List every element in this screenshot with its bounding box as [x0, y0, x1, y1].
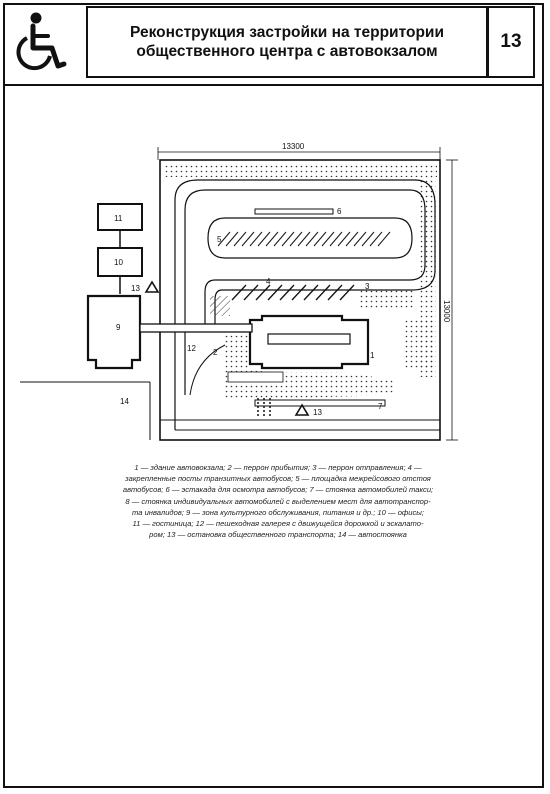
greenery-east — [405, 320, 435, 370]
label-3: 3 — [365, 282, 370, 291]
hotel-building — [97, 203, 143, 231]
dimension-height-label: 13000 — [442, 300, 451, 323]
label-2: 2 — [213, 348, 218, 357]
transport-stop-west — [144, 280, 160, 293]
label-9: 9 — [116, 323, 121, 332]
pedestrian-gallery — [139, 323, 253, 333]
dimension-width-label: 13300 — [282, 142, 305, 151]
title-line-1: Реконструкция застройки на территории — [130, 24, 444, 41]
label-7: 7 — [378, 402, 383, 411]
departure-platform — [360, 290, 415, 308]
wheelchair-accessibility-icon — [16, 12, 67, 71]
label-10: 10 — [114, 258, 123, 267]
bus-stalls — [217, 231, 391, 247]
logo — [6, 6, 78, 78]
arrival-road — [189, 344, 226, 396]
label-13-south: 13 — [313, 408, 322, 417]
label-1: 1 — [370, 351, 375, 360]
label-5: 5 — [217, 235, 222, 244]
legend: 1 — здание автовокзала; 2 — перрон прибы… — [78, 462, 478, 540]
station-hall — [267, 333, 351, 345]
page-number-box: 13 — [487, 6, 535, 78]
legend-line: 11 — гостиница; 12 — пешеходная галерея … — [132, 519, 424, 529]
car-parking — [225, 330, 395, 400]
legend-line: закрепленные посты транзитных автобусов;… — [125, 474, 431, 484]
bus-loop-road — [184, 189, 426, 395]
label-11: 11 — [114, 214, 123, 223]
label-12: 12 — [187, 344, 196, 353]
legend-line: ром; 13 — остановка общественного трансп… — [149, 530, 407, 540]
dimension-height — [446, 159, 458, 441]
legend-line: 1 — здание автовокзала; 2 — перрон прибы… — [134, 463, 422, 472]
label-4: 4 — [266, 277, 271, 286]
label-6: 6 — [337, 207, 342, 216]
inspection-overpass — [254, 208, 334, 215]
bus-layover-area — [207, 217, 413, 259]
label-13-west: 13 — [131, 284, 140, 293]
title-box: Реконструкция застройки на территории об… — [86, 6, 488, 78]
greenery-top — [163, 163, 437, 177]
label-14: 14 — [120, 397, 129, 406]
page-title: Реконструкция застройки на территории об… — [130, 23, 444, 61]
hatched-area — [210, 296, 230, 316]
transport-stop-south — [294, 403, 310, 416]
pedestrian-crossing — [257, 398, 271, 418]
header — [3, 3, 544, 86]
legend-line: автобусов; 6 — эстакада для осмотра авто… — [122, 485, 434, 495]
dimension-width — [157, 147, 441, 160]
legend-line: 8 — стоянка индивидуальных автомобилей с… — [125, 496, 431, 506]
cultural-center-building — [86, 294, 142, 370]
page-frame — [3, 3, 544, 788]
page-number: 13 — [500, 31, 522, 52]
title-line-2: общественного центра с автовокзалом — [136, 43, 438, 60]
bus-loop-road-outer — [174, 179, 436, 430]
transit-bus-posts — [231, 284, 355, 301]
taxi-stand — [254, 399, 386, 407]
legend-line: та инвалидов; 9 — зона культурного обслу… — [132, 507, 424, 517]
parking-strip — [227, 371, 284, 383]
site-boundary — [159, 159, 441, 441]
